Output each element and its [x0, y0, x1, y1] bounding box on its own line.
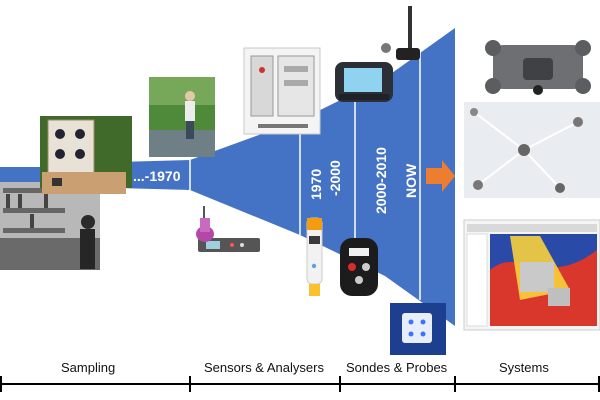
axis-label-systems: Systems [499, 360, 549, 375]
multi-sensor-sonde-icon [340, 238, 378, 296]
ph-pen-probe-icon [306, 217, 323, 296]
sensor-chip-icon [390, 303, 446, 355]
era-label-1970: 1970 [308, 169, 324, 200]
field-sampling-photo-icon [149, 77, 215, 157]
sensor-network-icon [464, 102, 600, 198]
era-label-now: NOW [403, 163, 419, 198]
era-labels: ...-1970 1970 -2000 2000-2010 NOW [133, 147, 419, 214]
wireless-antenna-icon [381, 6, 420, 60]
orange-arrow-icon [426, 160, 455, 192]
era-label-2000-2010: 2000-2010 [373, 147, 389, 214]
sampling-equipment-panel-icon [40, 116, 132, 194]
axis-label-sondes-probes: Sondes & Probes [346, 360, 448, 375]
gis-map-screenshot-icon [463, 219, 600, 331]
lab-analyser-icon [196, 206, 260, 252]
analyser-cabinet-icon [243, 47, 321, 135]
category-axis [0, 376, 600, 392]
lab-bench-photo-icon [0, 182, 100, 270]
era-label-2000: -2000 [327, 160, 343, 196]
era-label-pre-1970: ...-1970 [133, 168, 181, 184]
drone-icon [485, 40, 591, 95]
axis-label-sensors-analysers: Sensors & Analysers [204, 360, 324, 375]
axis-label-sampling: Sampling [61, 360, 116, 375]
handheld-meter-icon [335, 62, 393, 102]
